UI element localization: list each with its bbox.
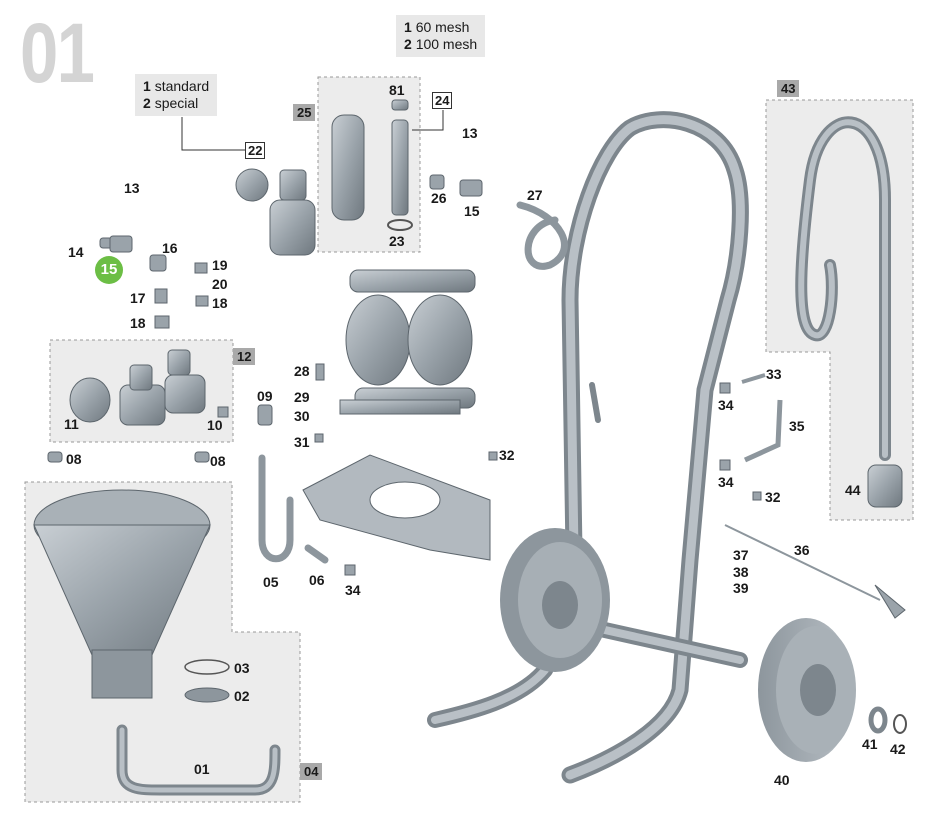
regulator-note: 1 standard 2 special [135, 74, 218, 116]
small-fittings [47, 174, 762, 576]
diaphragm-pump [339, 269, 476, 415]
clip-42 [893, 714, 907, 734]
part-number-33: 33 [766, 366, 782, 382]
part-number-08a: 08 [66, 451, 82, 467]
regulator-22 [235, 168, 316, 256]
part-number-40: 40 [774, 772, 790, 788]
group-label-04: 04 [300, 763, 323, 780]
part-number-06: 06 [309, 572, 325, 588]
gasket-02 [184, 687, 230, 703]
part-number-37: 37 [733, 547, 749, 563]
part-number-13a: 13 [124, 180, 140, 196]
part-number-19: 19 [212, 257, 228, 273]
group-label-25: 25 [293, 104, 316, 121]
part-number-15: 15 [464, 203, 480, 219]
hose-43 [795, 116, 891, 461]
filter-mesh-note: 1 60 mesh 2 100 mesh [396, 15, 486, 57]
part-number-16: 16 [162, 240, 178, 256]
bolt-33 [741, 373, 766, 384]
left-wheel [500, 528, 610, 672]
part-number-23: 23 [389, 233, 405, 249]
part-number-08b: 08 [210, 453, 226, 469]
part-number-01: 01 [194, 761, 210, 777]
part-number-03: 03 [234, 660, 250, 676]
regulator-note-line-1: 1 standard [143, 78, 210, 94]
regulator-note-line-2: 2 special [143, 95, 199, 111]
part-number-18b: 18 [212, 295, 228, 311]
part-number-32b: 32 [765, 489, 781, 505]
leader-lines [181, 110, 444, 151]
part-number-18a: 18 [130, 315, 146, 331]
part-number-14: 14 [68, 244, 84, 260]
part-number-05: 05 [263, 574, 279, 590]
part-number-20: 20 [212, 276, 228, 292]
group-label-12: 12 [233, 348, 256, 365]
regulator-assembly-12 [69, 349, 206, 426]
trolley-frame [427, 111, 749, 784]
seal-03 [184, 659, 230, 675]
highlight-badge-15: 15 [95, 256, 123, 284]
part-number-35: 35 [789, 418, 805, 434]
part-number-29: 29 [294, 389, 310, 405]
part-number-39: 39 [733, 580, 749, 596]
filter-housing-25 [331, 99, 413, 231]
part-number-81: 81 [389, 82, 405, 98]
part-number-28: 28 [294, 363, 310, 379]
pump-bracket [302, 454, 491, 561]
part-number-42: 42 [890, 741, 906, 757]
cable-36 [724, 524, 881, 601]
part-number-30: 30 [294, 408, 310, 424]
hoses [258, 201, 568, 564]
filter-note-line-1: 1 60 mesh [404, 19, 470, 35]
part-number-26: 26 [431, 190, 447, 206]
part-number-31: 31 [294, 434, 310, 450]
right-wheel-40 [758, 618, 856, 762]
pipe-01 [116, 724, 281, 796]
part-number-38: 38 [733, 564, 749, 580]
part-number-34b: 34 [718, 397, 734, 413]
part-number-11: 11 [64, 416, 79, 432]
clamp-36 [874, 584, 906, 619]
boxed-label-24: 24 [432, 92, 453, 109]
part-number-34c: 34 [718, 474, 734, 490]
part-number-02: 02 [234, 688, 250, 704]
part-number-10: 10 [207, 417, 223, 433]
part-number-27: 27 [527, 187, 543, 203]
part-number-44: 44 [845, 482, 861, 498]
part-number-34a: 34 [345, 582, 361, 598]
filter-note-line-2: 2 100 mesh [404, 36, 478, 52]
part-number-09: 09 [257, 388, 273, 404]
washer-41 [868, 706, 888, 734]
part-number-17: 17 [130, 290, 146, 306]
handle-35 [743, 399, 783, 463]
foot-44 [867, 464, 903, 508]
part-number-36: 36 [794, 542, 810, 558]
part-number-32a: 32 [499, 447, 515, 463]
page-number: 01 [20, 6, 95, 100]
hopper-04 [33, 489, 211, 699]
part-number-41: 41 [862, 736, 878, 752]
boxed-label-22: 22 [245, 142, 266, 159]
part-number-13b: 13 [462, 125, 478, 141]
group-label-43: 43 [777, 80, 800, 97]
